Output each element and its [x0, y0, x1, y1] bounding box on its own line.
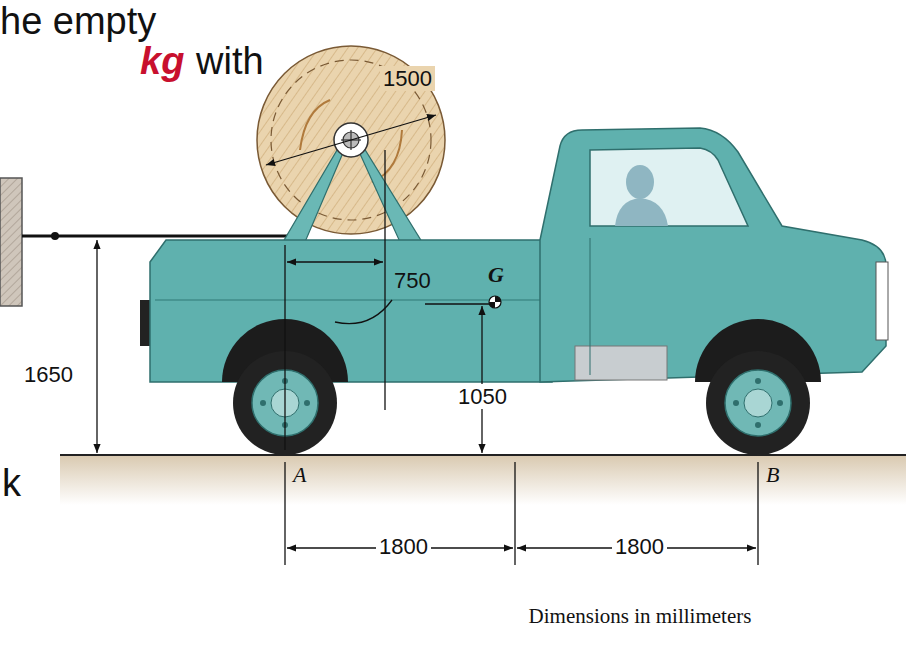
drawing-circle	[706, 351, 810, 455]
point-label: G	[488, 262, 504, 287]
cable-reel	[257, 46, 445, 234]
problem-text: k	[2, 462, 21, 506]
truck-body	[140, 128, 888, 382]
ground	[60, 455, 906, 505]
drawing-path	[335, 300, 392, 324]
drawing-line	[96, 240, 97, 453]
drawing-path	[495, 296, 501, 302]
point-label: B	[766, 462, 779, 487]
wheel-b	[695, 319, 821, 455]
drawing-path	[540, 128, 886, 382]
drawing-path	[615, 198, 668, 226]
drawing-circle	[489, 296, 501, 308]
point-label: A	[293, 462, 306, 487]
drawing-line	[384, 150, 385, 410]
drawing-ellipse	[626, 165, 654, 199]
drawing-circle	[257, 46, 445, 234]
problem-text: with	[196, 40, 264, 84]
drawing-circle	[260, 400, 266, 406]
drawing-rect	[575, 346, 667, 380]
drawing-circle	[725, 370, 791, 436]
drawing-line	[284, 462, 285, 565]
drawing-line	[514, 462, 515, 565]
drawing-line	[425, 303, 490, 304]
drawing-circle	[51, 232, 59, 240]
drawing-rect	[60, 455, 906, 505]
center-of-mass-symbol	[489, 296, 501, 308]
dimension-value: 1650	[24, 362, 73, 387]
drawing-line	[22, 235, 300, 238]
drawing-line	[266, 115, 436, 165]
dimension-value: 1800	[612, 534, 667, 559]
drawing-circle	[304, 400, 310, 406]
figure-caption: Dimensions in millimeters	[529, 604, 752, 628]
dimension-value: 750	[394, 268, 431, 293]
drawing-circle	[733, 400, 739, 406]
drawing-line	[284, 245, 285, 450]
drawing-path	[489, 302, 495, 308]
dimension-value: 1800	[376, 534, 431, 559]
drawing-rect	[0, 178, 22, 306]
drawing-circle	[744, 389, 772, 417]
problem-text-emphasis: kg	[140, 40, 184, 84]
drawing-line	[287, 261, 383, 262]
problem-text: he empty	[0, 0, 156, 44]
dimension-lines	[97, 115, 758, 565]
drawing-line	[757, 462, 758, 565]
drawing-line	[590, 238, 591, 375]
drawing-circle	[755, 422, 761, 428]
drawing-circle	[777, 400, 783, 406]
drawing-rect	[876, 262, 888, 340]
dimension-value: 1500	[380, 66, 435, 91]
drawing-line	[60, 454, 906, 456]
drawing-line	[481, 306, 482, 453]
drawing-path	[150, 240, 552, 382]
drawing-path	[300, 100, 330, 150]
drawing-circle	[755, 378, 761, 384]
dimension-value: 1050	[455, 384, 510, 409]
drawing-path	[590, 148, 748, 226]
